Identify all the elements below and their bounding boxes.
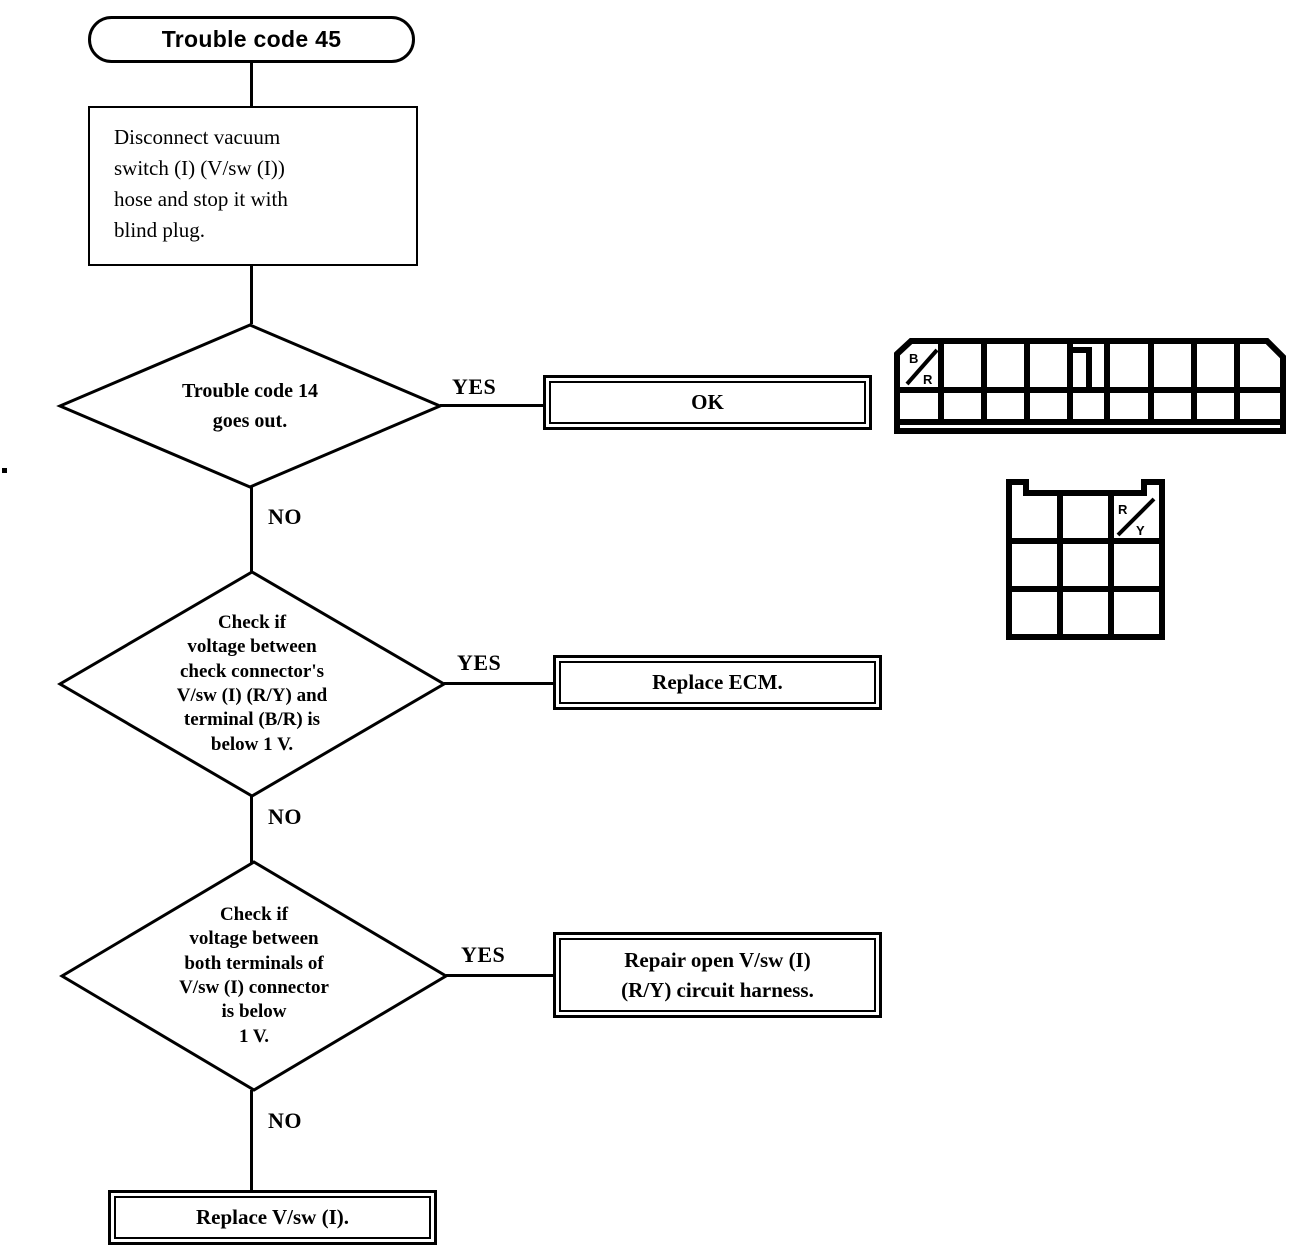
vsw-connector-terminal-label-bottom: Y	[1136, 523, 1145, 538]
connector-decision-3-no	[250, 1090, 253, 1191]
vsw-connector-illustration: R Y	[1004, 477, 1172, 642]
start-terminator[interactable]: Trouble code 45	[88, 16, 415, 63]
result-repair-harness-label: Repair open V/sw (I) (R/Y) circuit harne…	[621, 947, 814, 1002]
scan-speck	[2, 468, 7, 473]
decision-trouble-code-14[interactable]: Trouble code 14 goes out.	[56, 323, 444, 489]
result-replace-ecm-label: Replace ECM.	[652, 670, 783, 695]
connector-process-to-decision-1	[250, 266, 253, 324]
decision-vsw-terminals-voltage[interactable]: Check if voltage between both terminals …	[59, 860, 449, 1092]
branch-label-yes-2: YES	[457, 650, 502, 675]
decision-check-connector-voltage[interactable]: Check if voltage between check connector…	[57, 570, 447, 798]
check-connector-illustration: B R	[893, 336, 1289, 440]
connector-decision-3-yes	[446, 974, 556, 977]
vsw-connector-terminal-label-top: R	[1118, 502, 1128, 517]
check-connector-terminal-label-bottom: R	[923, 372, 933, 387]
result-ok-label: OK	[691, 390, 724, 415]
check-connector-terminal-label-top: B	[909, 351, 918, 366]
connector-decision-2-yes	[444, 682, 556, 685]
process-disconnect-vacuum-switch-label: Disconnect vacuum switch (I) (V/sw (I)) …	[114, 125, 288, 242]
connector-decision-2-no	[250, 795, 253, 867]
result-replace-vsw[interactable]: Replace V/sw (I).	[108, 1190, 437, 1245]
connector-decision-1-no	[250, 486, 253, 588]
branch-label-yes-1: YES	[452, 374, 497, 399]
result-replace-ecm[interactable]: Replace ECM.	[553, 655, 882, 710]
branch-label-no-2: NO	[268, 804, 302, 829]
branch-label-yes-3: YES	[461, 942, 506, 967]
connector-start-to-process	[250, 63, 253, 107]
start-terminator-label: Trouble code 45	[161, 26, 342, 52]
connector-decision-1-yes	[440, 404, 546, 407]
result-ok[interactable]: OK	[543, 375, 872, 430]
process-disconnect-vacuum-switch[interactable]: Disconnect vacuum switch (I) (V/sw (I)) …	[88, 106, 418, 266]
branch-label-no-3: NO	[268, 1108, 302, 1133]
branch-label-no-1: NO	[268, 504, 302, 529]
result-repair-harness[interactable]: Repair open V/sw (I) (R/Y) circuit harne…	[553, 932, 882, 1018]
result-replace-vsw-label: Replace V/sw (I).	[195, 1205, 349, 1230]
